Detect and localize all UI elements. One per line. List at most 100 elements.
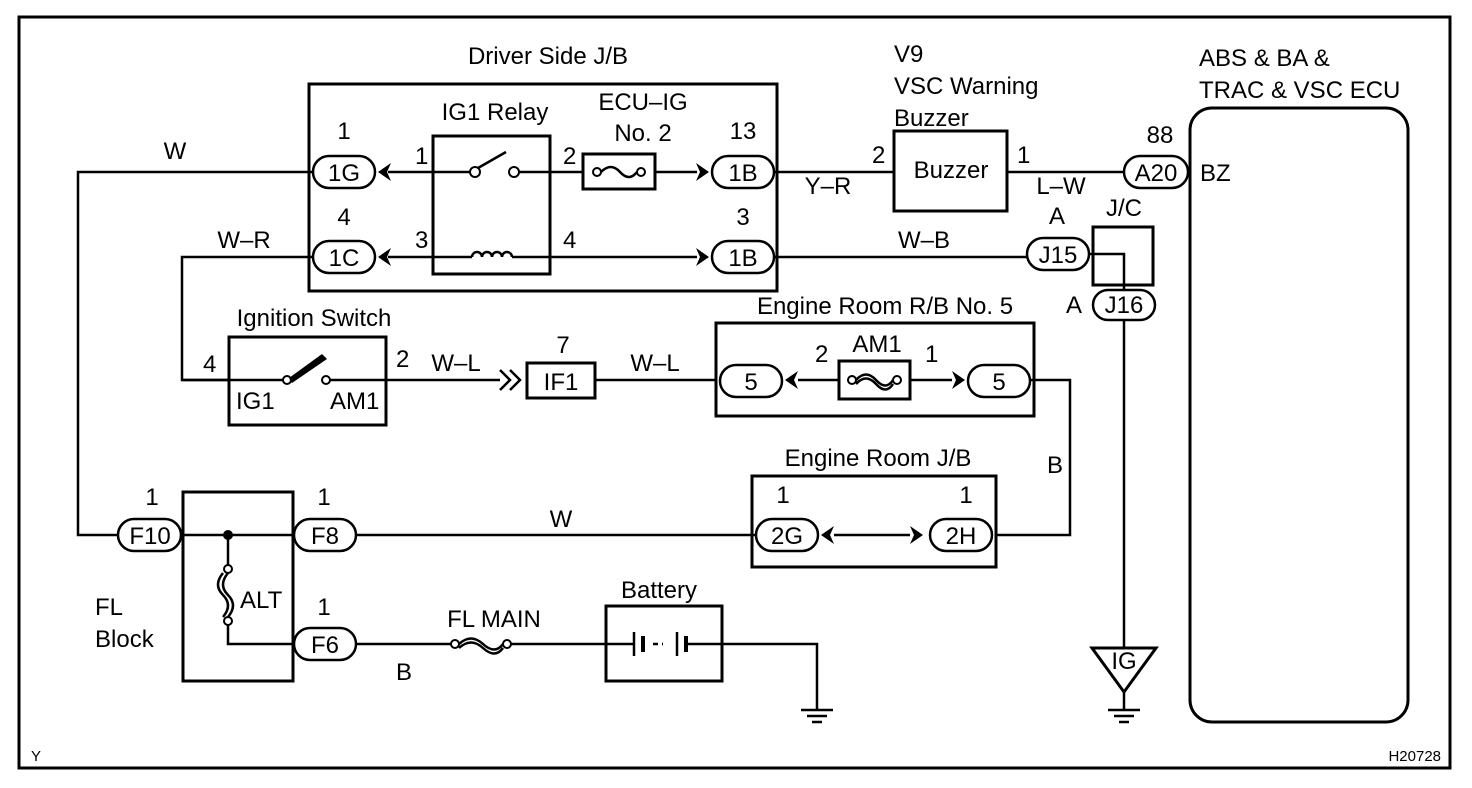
v9-label-2: VSC Warning (894, 73, 1039, 100)
pin-bz-label: BZ (1200, 160, 1231, 187)
diagram-text: 2G (771, 523, 803, 550)
diagram-text: 2 (815, 341, 828, 368)
wire-label-w-top: W (164, 138, 187, 165)
diagram-text: 1 (317, 484, 330, 511)
diagram-text: J16 (1105, 292, 1144, 319)
buzzer-label: Buzzer (914, 157, 989, 184)
diagram-text: F10 (129, 523, 170, 550)
v9-label-3: Buzzer (894, 105, 969, 132)
diagram-text: 4 (203, 351, 216, 378)
wire-segment (499, 369, 512, 391)
diagram-text: 7 (556, 332, 569, 359)
ecu-box (1188, 106, 1410, 724)
wire-segment (378, 163, 391, 181)
ignition-switch-label: Ignition Switch (237, 305, 392, 332)
wire-label-wr: W–R (217, 227, 270, 254)
ig-ground-triangle (1089, 646, 1159, 695)
am1-switch-label: AM1 (330, 388, 379, 415)
diagram-text: 1 (776, 482, 789, 509)
er-rb5-label: Engine Room R/B No. 5 (757, 293, 1013, 320)
wire-segment (223, 616, 233, 626)
wire-segment (636, 167, 646, 177)
battery-label: Battery (621, 577, 697, 604)
diagram-text: 3 (736, 204, 749, 231)
diagram-text: A (1066, 292, 1082, 319)
fl-main-label: FL MAIN (447, 606, 541, 633)
diagram-text: 13 (730, 118, 757, 145)
wire-segment (450, 639, 460, 649)
wire-label-wb: W–B (898, 227, 950, 254)
diagram-text: 88 (1147, 122, 1174, 149)
ecu-ig-label-2: No. 2 (614, 120, 671, 147)
ecu-label-1: ABS & BA & (1199, 45, 1330, 72)
relay-contact-right (508, 166, 520, 178)
wire-segment (722, 642, 819, 710)
relay-coil-icon (470, 250, 514, 258)
connector-f8 (292, 517, 358, 553)
diagram-text: 1G (328, 160, 360, 187)
wire-segment (592, 167, 602, 177)
ig1-label: IG1 (236, 388, 275, 415)
alt-label: ALT (240, 587, 283, 614)
wire-segment (855, 377, 895, 391)
diagram-frame (17, 15, 1452, 770)
jc-label: J/C (1106, 195, 1142, 222)
wire-segment (785, 371, 798, 389)
diagram-text: 2 (563, 143, 576, 170)
diagram-text: IF1 (544, 369, 579, 396)
diagram-text: A20 (1135, 160, 1178, 187)
diagram-text: 1B (728, 245, 757, 272)
wire-segment (996, 378, 1072, 537)
buzzer-box (892, 129, 1009, 213)
battery-icon (606, 632, 722, 656)
diagram-text: 3 (415, 227, 428, 254)
v9-label-1: V9 (894, 41, 923, 68)
wire-segment (509, 369, 522, 391)
wire-segment (282, 375, 292, 385)
wire-segment (821, 526, 834, 544)
wire-segment (477, 150, 507, 170)
er-rb5-box (714, 321, 1036, 418)
diagram-text: 1 (925, 341, 938, 368)
diagram-text: 1C (329, 245, 360, 272)
chevron-connector-icon (499, 369, 522, 391)
diagram-text: A (1049, 203, 1065, 230)
diagram-text: 1 (337, 118, 350, 145)
ecu-ig-label-1: ECU–IG (598, 89, 687, 116)
ig-ground-label: IG (1111, 648, 1136, 675)
wire-segment (458, 641, 505, 655)
fl-main-fusible-icon (458, 637, 505, 651)
fl-block-label-1: FL (95, 594, 123, 621)
switch-lever-icon (289, 354, 327, 383)
connector-a20 (1122, 154, 1190, 190)
wire-segment (696, 163, 709, 181)
fusible-link-icon (855, 373, 895, 387)
ecu-label-2: TRAC & VSC ECU (1199, 77, 1400, 104)
relay-contact-left (469, 166, 481, 178)
fl-block-box (181, 490, 295, 683)
wire-segment (696, 248, 709, 266)
diagram-text: 2 (872, 142, 885, 169)
wire-segment (321, 375, 331, 385)
diagram-text: F8 (311, 523, 339, 550)
driver-jb-label: Driver Side J/B (468, 43, 628, 70)
am1-fuse-label: AM1 (852, 331, 901, 358)
wire-label-lw: L–W (1036, 173, 1086, 200)
diagram-text: 1 (1017, 142, 1030, 169)
ig1-relay-label: IG1 Relay (442, 99, 549, 126)
diagram-text: 2 (396, 346, 409, 373)
wire-segment (76, 170, 313, 537)
diagram-text: 1B (728, 160, 757, 187)
connector-5-left (718, 363, 784, 399)
wire-segment (216, 572, 230, 618)
diagram-text: 1 (415, 143, 428, 170)
wire-segment (223, 564, 233, 574)
ground-icon-battery (801, 708, 833, 724)
wire-label-wl-1: W–L (431, 350, 480, 377)
connector-f10 (116, 517, 183, 553)
wire-segment (847, 375, 857, 385)
diagram-text: 5 (992, 369, 1005, 396)
diagram-text: 1 (317, 594, 330, 621)
wire-label-b-right: B (1047, 452, 1063, 479)
